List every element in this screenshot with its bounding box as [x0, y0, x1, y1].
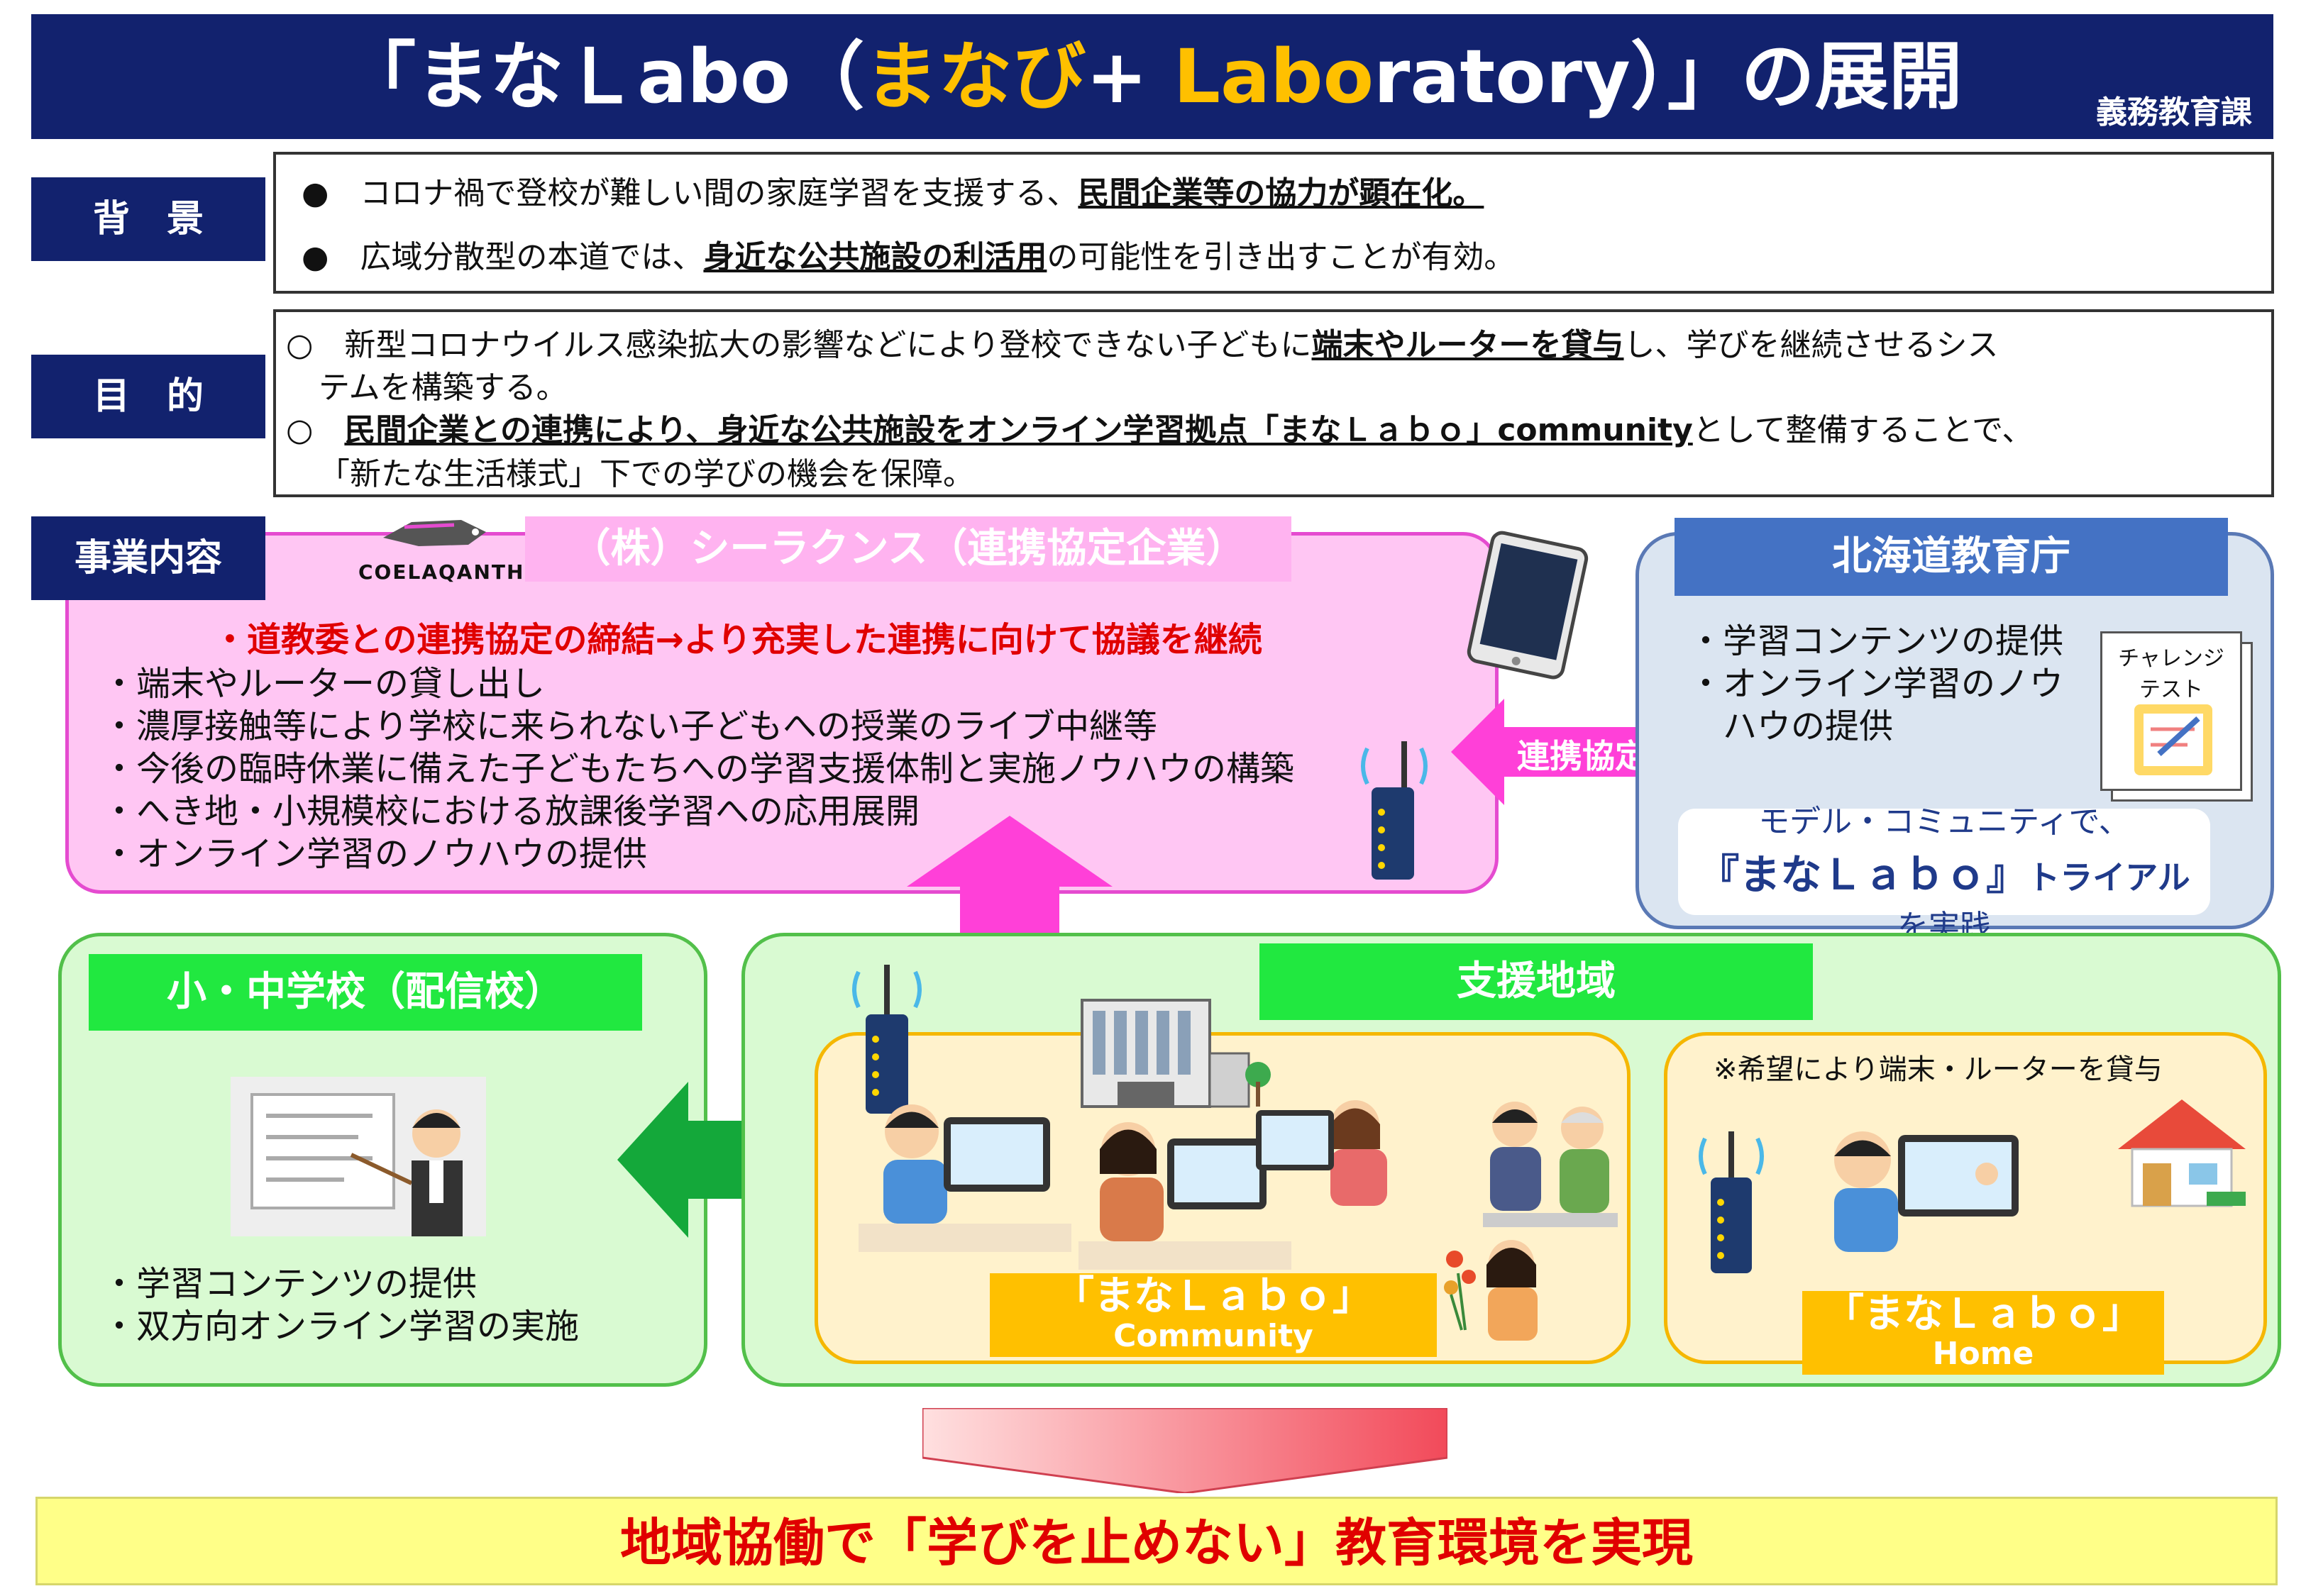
purpose-line-4: 「新たな生活様式」下での学びの機会を保障。 [319, 456, 974, 492]
trial-line: 『まなＬａｂｏ』 [1698, 850, 2028, 899]
trial-line: モデル・コミュニティで、 [1758, 804, 2130, 840]
hokkaido-header: 北海道教育庁 [1675, 518, 2228, 596]
area-note: ※希望により端末・ルーターを貸与 [1714, 1053, 2163, 1086]
text: ○ 新型コロナウイルス感染拡大の影響などにより登校できない子どもに [286, 327, 1312, 363]
community-label-sub: Community [1113, 1318, 1313, 1354]
coelaqanth-item: ・今後の臨時休業に備えた子どもたちへの学習支援体制と実施ノウハウの構築 [102, 749, 1295, 789]
coelaqanth-highlight: ・道教委との連携協定の締結→より充実した連携に向けて協議を継続 [213, 620, 1262, 660]
emphasis: 身近な公共施設の利活用 [703, 239, 1047, 275]
text: ○ [286, 412, 345, 448]
school-item: ・双方向オンライン学習の実施 [102, 1307, 580, 1346]
school-item: ・学習コンテンツの提供 [102, 1264, 478, 1304]
purpose-line-2: テムを構築する。 [319, 370, 568, 406]
coelaqanth-logo-icon [383, 520, 486, 546]
text: し、学びを継続させるシス [1623, 327, 1999, 363]
coelaqanth-header: （株）シーラクンス（連携協定企業） [525, 516, 1291, 582]
teacher-illustration-icon [231, 1077, 486, 1236]
challenge-card-text: テスト [2139, 677, 2203, 702]
title-part: 「まなＬabo（ [342, 33, 865, 120]
text: ● 広域分散型の本道では、 [302, 239, 704, 275]
coelaqanth-item: ・濃厚接触等により学校に来られない子どもへの授業のライブ中継等 [102, 706, 1158, 746]
title-highlight: Labo [1173, 33, 1374, 120]
conclusion-banner: 地域協働で「学びを止めない」教育環境を実現 [35, 1497, 2278, 1585]
hokkaido-item: ・オンライン学習のノウ [1689, 664, 2064, 704]
emphasis: 民間企業等の協力が顕在化。 [1078, 175, 1484, 211]
text: の可能性を引き出すことが有効。 [1047, 239, 1516, 275]
wifi-router-icon [1361, 741, 1428, 880]
purpose-line-3: ○ 民間企業との連携により、身近な公共施設をオンライン学習拠点「まなＬａｂｏ」c… [286, 404, 2033, 450]
emphasis: 民間企業との連携により、身近な公共施設をオンライン学習拠点「まなＬａｂｏ」com… [344, 412, 1693, 448]
tablet-icon [1467, 531, 1589, 680]
agreement-arrow [1451, 699, 1714, 805]
purpose-box: ○ 新型コロナウイルス感染拡大の影響などにより登校できない子どもに端末やルーター… [273, 309, 2274, 497]
students-learning-icon [859, 1100, 1618, 1270]
public-building-icon [1081, 999, 1271, 1108]
purpose-line-1: ○ 新型コロナウイルス感染拡大の影響などにより登校できない子どもに端末やルーター… [286, 319, 1999, 365]
title-part: ratory）」の展開 [1374, 33, 1963, 120]
text: ● コロナ禍で登校が難しい間の家庭学習を支援する、 [302, 175, 1078, 211]
home-label: 「まなＬａｂｏ」 Home [1802, 1291, 2164, 1375]
background-bullet-2: ● 広域分散型の本道では、身近な公共施設の利活用の可能性を引き出すことが有効。 [302, 231, 1515, 277]
background-box: ● コロナ禍で登校が難しい間の家庭学習を支援する、民間企業等の協力が顕在化。 ●… [273, 152, 2274, 294]
down-arrow [922, 1408, 1447, 1493]
title-highlight: まなび [864, 33, 1086, 120]
coelaqanth-item: ・端末やルーターの貸し出し [102, 664, 546, 704]
community-label-title: 「まなＬａｂｏ」 [1054, 1273, 1372, 1319]
coelaqanth-panel [65, 532, 1499, 894]
school-header: 小・中学校（配信校） [89, 954, 642, 1031]
challenge-card-text: チャレンジ [2118, 646, 2224, 671]
tab-background: 背 景 [31, 177, 265, 261]
page-title: 「まなＬabo（まなび+ Laboratory）」の展開 [31, 14, 2273, 139]
woman-with-flowers-icon [1444, 1240, 1538, 1341]
background-bullet-1: ● コロナ禍で登校が難しい間の家庭学習を支援する、民間企業等の協力が顕在化。 [302, 167, 1484, 213]
title-bar: 「まなＬabo（まなび+ Laboratory）」の展開 義務教育課 [31, 14, 2273, 139]
home-label-title: 「まなＬａｂｏ」 [1824, 1291, 2142, 1337]
student-at-home-icon [1834, 1131, 2019, 1252]
title-part: + [1086, 33, 1174, 120]
department-label: 義務教育課 [2096, 94, 2252, 131]
community-label: 「まなＬａｂｏ」 Community [990, 1273, 1437, 1357]
coelaqanth-item: ・オンライン学習のノウハウの提供 [102, 834, 648, 874]
trial-box: モデル・コミュニティで、 『まなＬａｂｏ』トライアル を実践 [1678, 804, 2210, 945]
emphasis: 端末やルーターを貸与 [1311, 327, 1624, 363]
tab-business: 事業内容 [31, 516, 265, 600]
hokkaido-item: ・学習コンテンツの提供 [1689, 621, 2064, 661]
trial-line: トライアル [2027, 858, 2190, 897]
house-icon [2118, 1099, 2246, 1207]
area-header: 支援地域 [1259, 943, 1813, 1020]
hokkaido-item: ハウの提供 [1689, 706, 1894, 746]
test-paper-icon [2134, 704, 2212, 775]
coelaqanth-logo-text: COELAQANTH [358, 560, 525, 584]
wifi-router-icon [1699, 1131, 1764, 1273]
challenge-test-card: チャレンジ テスト [2100, 631, 2242, 791]
coelaqanth-item: ・へき地・小規模校における放課後学習への応用展開 [102, 792, 920, 831]
tab-purpose: 目 的 [31, 355, 265, 438]
wifi-router-icon [852, 965, 922, 1114]
home-label-sub: Home [1932, 1336, 2034, 1372]
text: として整備することで、 [1692, 412, 2034, 448]
agreement-label: 連携協定 [1517, 737, 1648, 775]
